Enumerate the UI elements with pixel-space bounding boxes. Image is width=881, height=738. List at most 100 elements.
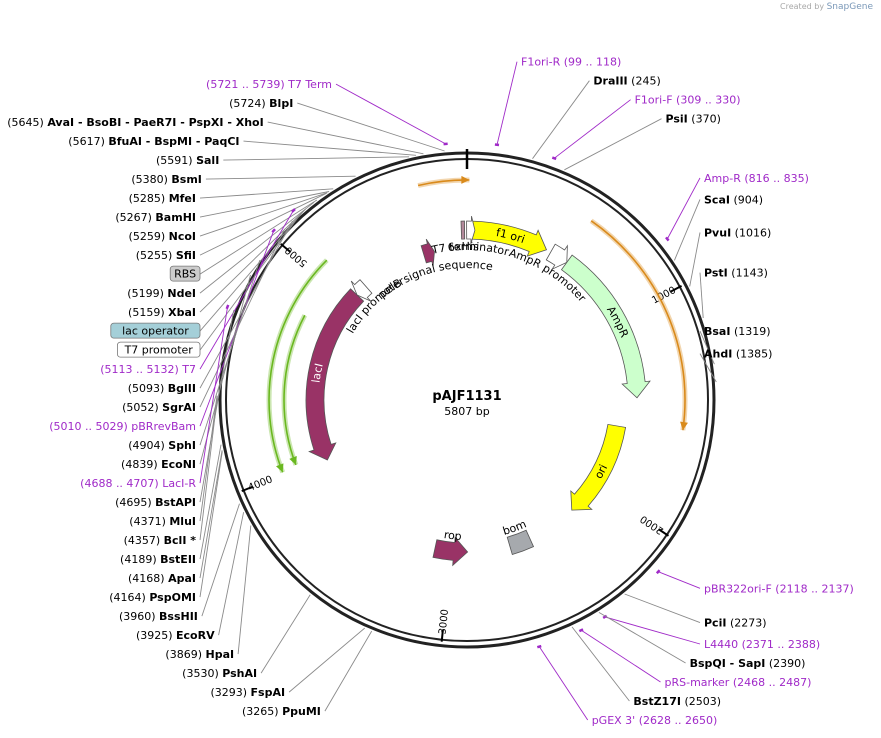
orf-arc-right (590, 220, 686, 431)
primer-leader-line (199, 230, 275, 427)
site-name: MfeI (169, 192, 196, 205)
feature-label-text: rop (443, 528, 462, 543)
feature-box-label: RBS (174, 268, 196, 281)
site-leader-line (699, 353, 717, 383)
site-leader-line (201, 503, 240, 617)
site-position: (245) (631, 75, 661, 88)
site-leader-line (598, 612, 686, 664)
site-name: HpaI (205, 648, 234, 661)
primer-range: (309 .. 330) (676, 94, 741, 107)
site-label: (3869) HpaI (165, 648, 234, 661)
orf-arc-right-glow (589, 218, 688, 431)
site-label: BspQI - SapI (2390) (690, 657, 806, 670)
site-position: (3530) (182, 667, 219, 680)
site-name: BspQI - SapI (690, 657, 766, 670)
site-leader-line (199, 192, 327, 256)
site-position: (4371) (129, 515, 166, 528)
site-leader-line (199, 191, 330, 218)
site-leader-line (199, 450, 223, 579)
feature-laci-promoter (350, 279, 373, 302)
site-label: BstZ17I (2503) (633, 695, 721, 708)
primer-leader-line (666, 177, 701, 240)
site-name: NdeI (167, 287, 196, 300)
primer-label: Amp-R (816 .. 835) (704, 172, 809, 185)
site-label: (4371) MluI (129, 515, 196, 528)
primer-label: pBR322ori-F (2118 .. 2137) (704, 582, 854, 595)
site-label: (5380) BsmI (131, 173, 202, 186)
site-leader-line (199, 444, 222, 560)
site-position: (904) (733, 193, 763, 206)
credit-prefix: Created by (780, 2, 825, 11)
site-label: PvuI (1016) (704, 227, 771, 240)
site-position: (5199) (127, 287, 164, 300)
site-name: BssHII (159, 610, 198, 623)
site-leader-line (624, 593, 701, 624)
feature-label-t7-terminator: T7 terminator (430, 240, 511, 259)
feature-ampr (560, 254, 651, 399)
primer-name: T7 (181, 363, 196, 376)
site-leader-line (199, 310, 235, 503)
site-leader-line (199, 395, 218, 522)
tick-mark (241, 485, 254, 493)
primer-name: pBR322ori-F (704, 582, 772, 595)
site-position: (5617) (68, 135, 105, 148)
plasmid-size: 5807 bp (444, 405, 489, 418)
primer-label: F1ori-R (99 .. 118) (521, 56, 621, 69)
site-name: EcoRV (176, 629, 215, 642)
site-label: (4168) ApaI (128, 572, 196, 585)
primer-leader-line (604, 616, 701, 645)
site-label: (3530) PshAI (182, 667, 257, 680)
site-position: (2273) (730, 617, 767, 630)
feature-6xhis (460, 220, 466, 240)
tick-label: 2000 (639, 513, 666, 536)
orf-arc-left-outer (268, 259, 328, 473)
primer-site-mark (665, 236, 670, 242)
site-label: (3265) PpuMI (242, 705, 321, 718)
site-leader-line (571, 626, 630, 702)
site-position: (2503) (684, 695, 721, 708)
site-label: (3293) FspAI (210, 686, 285, 699)
site-leader-line (223, 156, 410, 161)
primer-label: pGEX 3' (2628 .. 2650) (592, 714, 718, 727)
site-leader-line (205, 175, 356, 180)
site-name: ScaI (704, 193, 730, 206)
feature-box-label: T7 promoter (124, 344, 194, 357)
orf-arc-right-head (680, 421, 688, 431)
site-leader-line (199, 201, 315, 294)
site-position: (5380) (131, 173, 168, 186)
site-label: DraIII (245) (593, 75, 660, 88)
site-leader-line (673, 199, 701, 261)
primer-label: (5721 .. 5739) T7 Term (206, 78, 332, 91)
feature-laci (305, 288, 365, 461)
snapgene-credit: Created by SnapGene (780, 2, 873, 12)
site-name: BstZ17I (633, 695, 681, 708)
site-leader-line (699, 272, 704, 319)
primer-site-mark (655, 569, 661, 575)
tick-mark (280, 243, 291, 253)
site-leader-line (564, 118, 662, 171)
site-leader-line (532, 80, 590, 159)
tick-label: 5000 (283, 244, 310, 269)
site-position: (1319) (734, 325, 771, 338)
site-name: BlpI (269, 97, 293, 110)
site-label: (3925) EcoRV (136, 629, 215, 642)
primer-leader-line (199, 306, 228, 484)
feature-t7-terminator (466, 216, 476, 245)
site-position: (3869) (165, 648, 202, 661)
site-leader-line (199, 274, 251, 465)
primer-range: (5010 .. 5029) (49, 420, 128, 433)
site-name: SgrAI (162, 401, 196, 414)
site-leader-line (699, 330, 715, 365)
primer-label: (5010 .. 5029) pBRrevBam (49, 420, 196, 433)
primer-name: L4440 (704, 638, 738, 651)
primer-leader-line (335, 83, 446, 145)
primer-label: (5113 .. 5132) T7 (100, 363, 196, 376)
primer-leader-line (553, 99, 631, 159)
primer-label: pRS-marker (2468 .. 2487) (665, 676, 812, 689)
primer-range: (2118 .. 2137) (775, 582, 854, 595)
site-position: (370) (691, 113, 721, 126)
site-leader-line (199, 188, 334, 199)
feature-label-text: T7 terminator (430, 240, 511, 259)
site-position: (4357) (124, 534, 161, 547)
site-name: EcoNI (161, 458, 196, 471)
